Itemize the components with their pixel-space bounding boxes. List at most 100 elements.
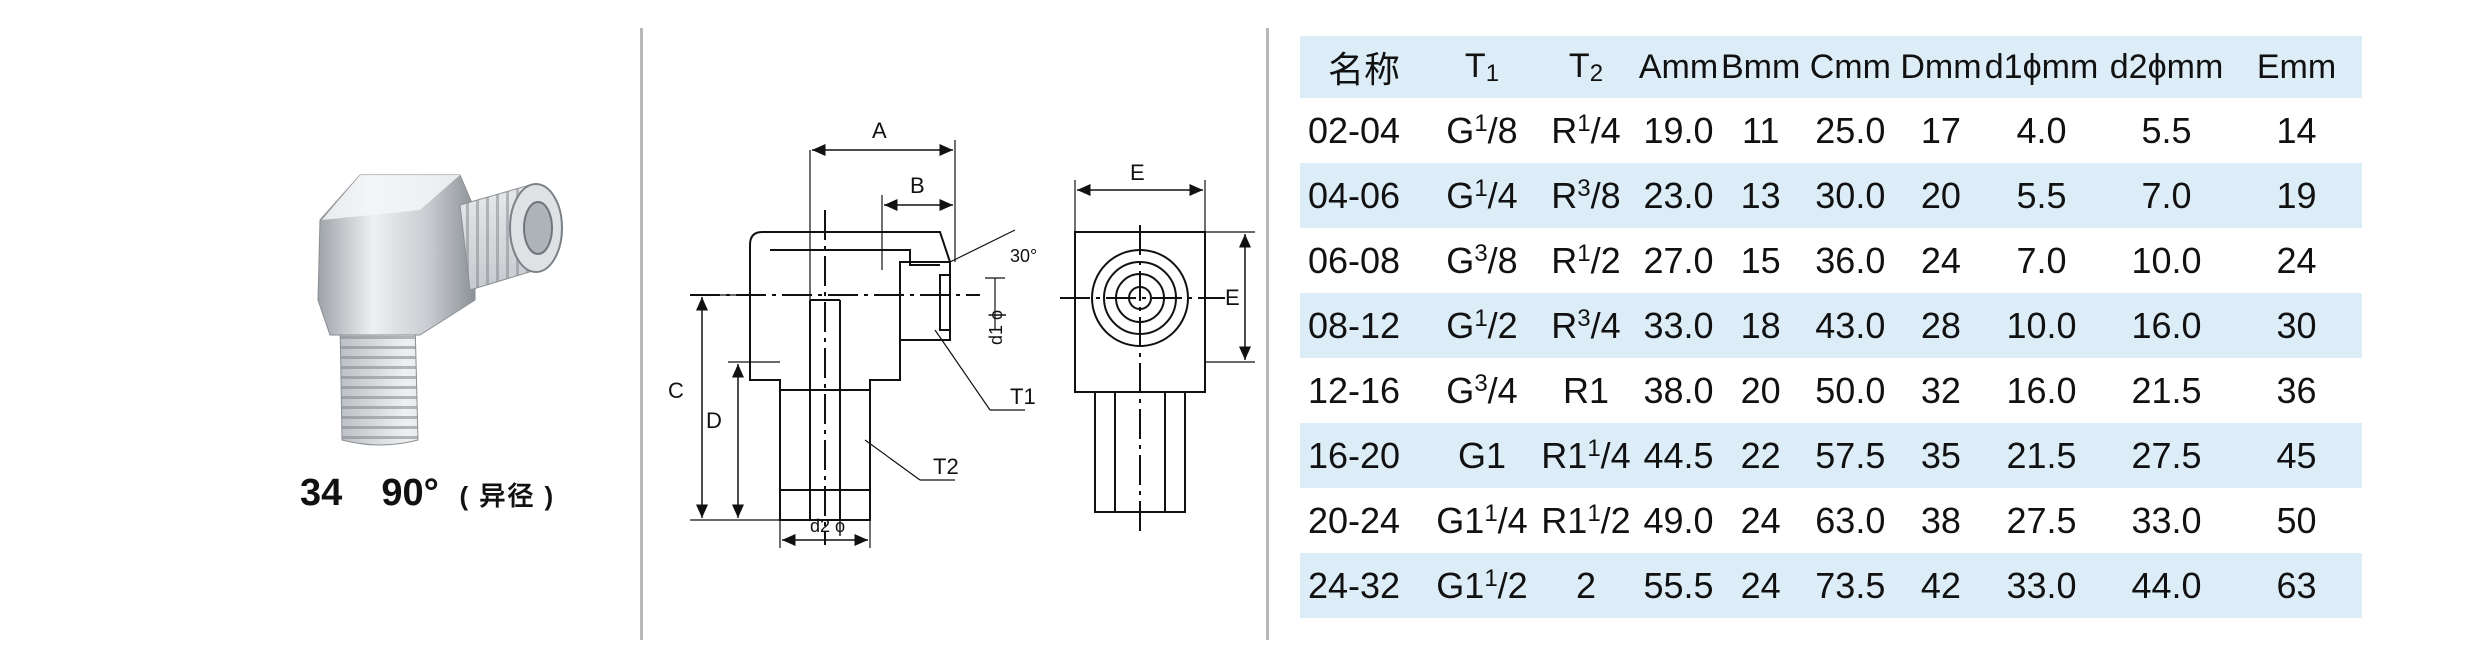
table-cell-t1: G1/4 [1446,174,1518,216]
table-cell-d2: 7.0 [2141,174,2192,216]
label-A: A [872,118,887,143]
table-cell-d1: 16.0 [2006,369,2077,411]
table-cell-d2: 33.0 [2131,499,2202,541]
table-cell-b: 24 [1740,564,1781,606]
label-d2: d2 ϕ [810,516,845,536]
technical-drawing: A B C D E E 30° d1 ϕ d2 ϕ T1 T2 [650,0,1270,660]
table-cell-t1: G11/2 [1436,564,1528,606]
table-cell-e: 24 [2276,239,2317,281]
header-cell-c: Cmm [1809,47,1891,86]
label-E-side: E [1225,285,1240,310]
table-cell-e: 30 [2276,304,2317,346]
table-cell-c: 73.5 [1815,564,1886,606]
table-cell-t1: G3/8 [1446,239,1518,281]
table-cell-t2: R3/4 [1551,304,1621,346]
label-d1: d1 ϕ [986,310,1006,345]
table-cell-t1: G1/2 [1446,304,1518,346]
table-cell-a: 23.0 [1643,174,1714,216]
table-cell-d: 42 [1920,564,1961,606]
table-cell-b: 15 [1740,239,1781,281]
table-cell-d1: 21.5 [2006,434,2077,476]
table-cell-b: 20 [1740,369,1781,411]
table-cell-name: 16-20 [1308,434,1401,476]
header-cell-d1: d1ϕmm [1984,47,2099,86]
table-cell-name: 02-04 [1308,109,1401,151]
table-cell-name: 24-32 [1308,564,1401,606]
table-cell-b: 18 [1740,304,1781,346]
side-view-body [749,231,951,521]
header-cell-d2: d2ϕmm [2109,47,2224,86]
table-cell-t1: G1 [1457,434,1507,476]
table-cell-a: 27.0 [1643,239,1714,281]
table-cell-name: 20-24 [1308,499,1401,541]
table-cell-a: 44.5 [1643,434,1714,476]
table-cell-d1: 7.0 [2016,239,2067,281]
table-cell-t2: R3/8 [1551,174,1621,216]
table-cell-name: 12-16 [1308,369,1401,411]
table-cell-d1: 4.0 [2016,109,2067,151]
product-caption: 34 90° ( 异径 ) [300,472,620,515]
table-cell-t2: R11/4 [1541,434,1631,476]
table-cell-d: 17 [1920,109,1961,151]
table-cell-b: 13 [1740,174,1781,216]
table-cell-d2: 21.5 [2131,369,2202,411]
table-cell-c: 30.0 [1815,174,1886,216]
table-cell-t2: R11/2 [1541,499,1631,541]
table-cell-t1: G11/4 [1436,499,1528,541]
table-cell-c: 36.0 [1815,239,1886,281]
spec-table: 名称 T1 T2 Amm Bmm Cmm Dmm d1ϕmm d2ϕmm Emm… [1300,36,2362,618]
label-angle: 30° [1010,246,1037,266]
table-cell-t1: G1/8 [1446,109,1518,151]
table-cell-name: 06-08 [1308,239,1401,281]
table-cell-t2: R1/2 [1551,239,1621,281]
header-cell-d: Dmm [1900,47,1982,86]
product-angle: 90° [381,472,439,514]
table-cell-d2: 10.0 [2131,239,2202,281]
table-cell-e: 45 [2276,434,2317,476]
table-cell-d1: 5.5 [2016,174,2067,216]
table-cell-a: 19.0 [1643,109,1714,151]
table-cell-a: 55.5 [1643,564,1714,606]
label-T1: T1 [1010,384,1036,409]
drawing-svg: A B C D E E 30° d1 ϕ d2 ϕ T1 T2 [668,118,1255,548]
divider-right [1266,28,1269,640]
table-cell-e: 19 [2276,174,2317,216]
table-cell-d2: 16.0 [2131,304,2202,346]
table-cell-e: 14 [2276,109,2317,151]
table-cell-d: 35 [1920,434,1961,476]
table-cell-a: 33.0 [1643,304,1714,346]
header-cell-e: Emm [2256,47,2337,86]
table-cell-c: 25.0 [1815,109,1886,151]
table-cell-d2: 27.5 [2131,434,2202,476]
table-cell-c: 43.0 [1815,304,1886,346]
table-cell-b: 11 [1741,109,1780,151]
table-cell-a: 38.0 [1643,369,1714,411]
header-cell-name: 名称 [1327,49,1400,90]
table-cell-d: 28 [1920,304,1961,346]
header-cell-t2: T2 [1568,46,1604,87]
header-cell-t1: T1 [1464,46,1500,87]
table-cell-e: 50 [2276,499,2317,541]
label-C: C [668,378,684,403]
label-D: D [706,408,722,433]
table-cell-d2: 44.0 [2131,564,2202,606]
table-cell-e: 63 [2276,564,2317,606]
table-cell-d1: 27.5 [2006,499,2077,541]
table-cell-a: 49.0 [1643,499,1714,541]
product-panel: 34 90° ( 异径 ) [0,0,640,660]
elbow-fitting-photo [317,174,563,446]
table-cell-d: 38 [1920,499,1961,541]
product-number: 34 [300,472,343,514]
table-cell-name: 04-06 [1308,174,1401,216]
divider-left [640,28,643,640]
table-cell-b: 24 [1740,499,1781,541]
